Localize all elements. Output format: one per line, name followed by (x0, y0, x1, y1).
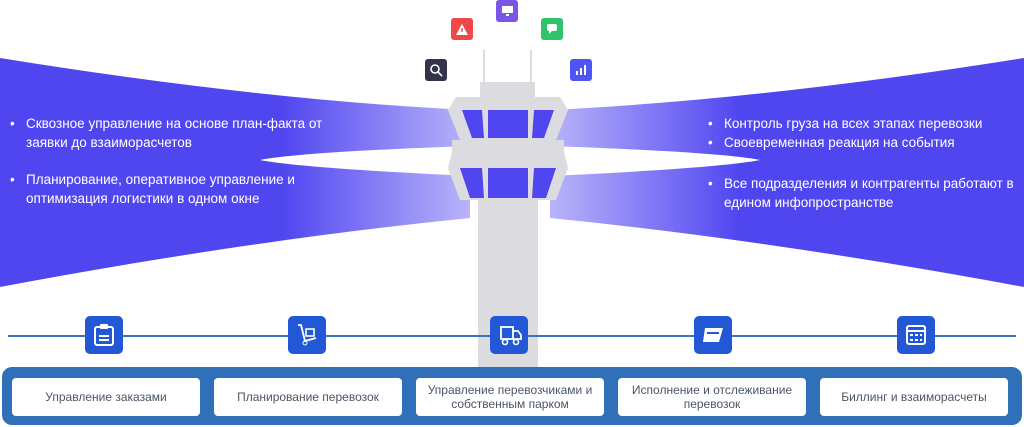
monitor-icon (496, 0, 518, 22)
search-icon (425, 59, 447, 81)
right-benefits-bottom: Все подразделения и контрагенты работают… (708, 174, 1018, 230)
chart-icon (570, 59, 592, 81)
process-card: Управление перевозчиками и собственным п… (416, 378, 604, 416)
truck-icon (490, 316, 528, 354)
process-card: Биллинг и взаиморасчеты (820, 378, 1008, 416)
benefit-item: Своевременная реакция на события (708, 133, 1018, 152)
cart-icon (288, 316, 326, 354)
process-card: Планирование перевозок (214, 378, 402, 416)
benefit-item: Все подразделения и контрагенты работают… (708, 174, 1018, 212)
clipboard-icon (85, 316, 123, 354)
right-benefits-top: Контроль груза на всех этапах перевозки … (708, 114, 1018, 170)
mail-icon (694, 316, 732, 354)
benefit-item: Контроль груза на всех этапах перевозки (708, 114, 1018, 133)
warning-icon (451, 18, 473, 40)
calendar-icon (897, 316, 935, 354)
benefit-item: Сквозное управление на основе план-факта… (10, 114, 340, 152)
left-benefits: Сквозное управление на основе план-факта… (10, 114, 340, 226)
process-card: Управление заказами (12, 378, 200, 416)
chat-icon (541, 18, 563, 40)
right-beam (550, 58, 1024, 287)
benefit-item: Планирование, оперативное управление и о… (10, 170, 340, 208)
process-card: Исполнение и отслеживание перевозок (618, 378, 806, 416)
